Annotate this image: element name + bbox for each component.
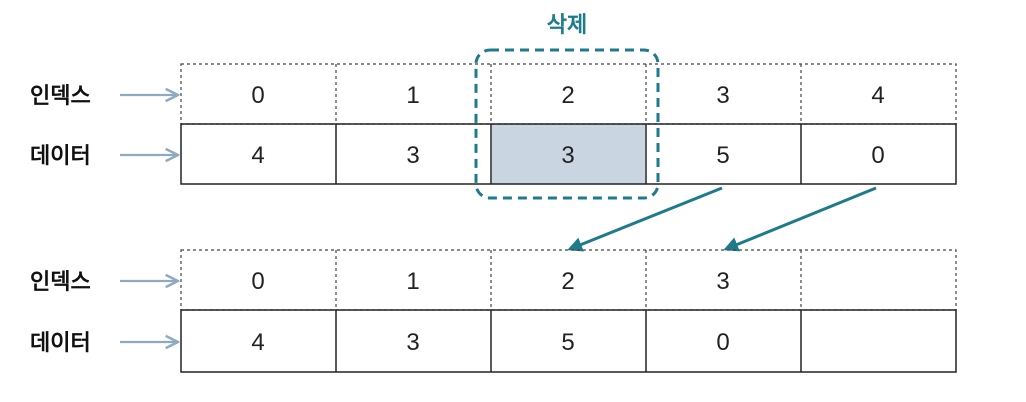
bottom-data-row bbox=[180, 309, 957, 373]
shift-arrow-1 bbox=[567, 186, 723, 252]
top-data-cell: 5 bbox=[716, 142, 729, 169]
top-index-cell: 1 bbox=[406, 82, 419, 109]
top-index-row bbox=[180, 63, 957, 125]
bottom-index-cell: 2 bbox=[561, 268, 574, 295]
top-index-cell: 4 bbox=[871, 82, 884, 109]
bottom-index-cell: 1 bbox=[406, 268, 419, 295]
bottom-index-cell: 3 bbox=[716, 268, 729, 295]
bottom-data-cell: 0 bbox=[716, 329, 729, 356]
deleted-cell-highlight bbox=[492, 124, 645, 184]
top-index-cell: 0 bbox=[251, 82, 264, 109]
top-index-cell: 3 bbox=[716, 82, 729, 109]
top-data-cell: 3 bbox=[561, 142, 574, 169]
bottom-data-label: 데이터 bbox=[30, 331, 91, 356]
top-data-row bbox=[180, 123, 957, 185]
shift-arrow-2 bbox=[723, 186, 877, 252]
delete-label: 삭제 bbox=[547, 13, 587, 38]
bottom-data-cell: 3 bbox=[406, 329, 419, 356]
top-data-cell: 0 bbox=[871, 142, 884, 169]
bottom-index-label: 인덱스 bbox=[30, 270, 91, 295]
bottom-index-row bbox=[180, 249, 957, 311]
top-data-cell: 3 bbox=[406, 142, 419, 169]
bottom-index-cell: 0 bbox=[251, 268, 264, 295]
top-index-label: 인덱스 bbox=[30, 84, 91, 109]
bottom-data-cell: 4 bbox=[251, 329, 264, 356]
bottom-data-cell: 5 bbox=[561, 329, 574, 356]
top-data-cell: 4 bbox=[251, 142, 264, 169]
delete-bracket bbox=[474, 48, 660, 200]
top-index-cell: 2 bbox=[561, 82, 574, 109]
top-data-label: 데이터 bbox=[30, 144, 91, 169]
